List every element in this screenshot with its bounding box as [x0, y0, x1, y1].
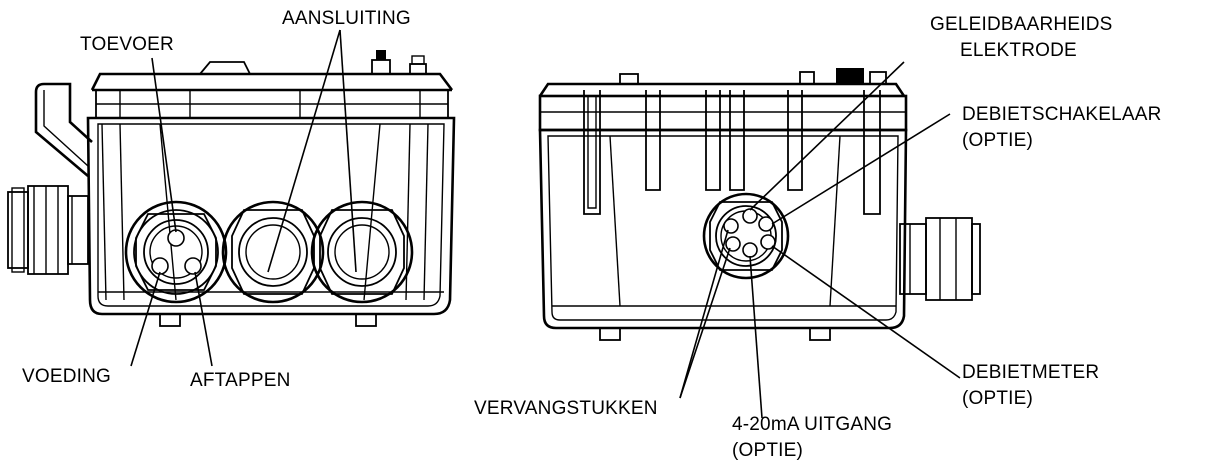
label-vervangstukken: VERVANGSTUKKEN [474, 398, 658, 419]
label-debietmeter: DEBIETMETER [962, 362, 1100, 383]
toevoer-pin [167, 229, 185, 247]
label-toevoer: TOEVOER [80, 34, 174, 55]
vervangstuk-pin-1 [723, 218, 739, 234]
left-enclosure [7, 50, 456, 327]
label-geleidbaarheids: GELEIDBAARHEIDS [930, 14, 1113, 35]
label-4-20ma-uitgang: 4-20mA UITGANG [732, 414, 893, 435]
five-pin-connector [702, 192, 790, 280]
right-side-cable-gland [899, 217, 981, 301]
geleidbaarheids-pin [742, 208, 758, 224]
left-connector-port [124, 200, 228, 304]
left-side-cable-gland [7, 185, 89, 275]
right-leader-lines [679, 61, 961, 419]
label-debietschakelaar-optie: (OPTIE) [962, 130, 1034, 151]
label-uitgang-optie: (OPTIE) [732, 440, 804, 461]
debietschakelaar-pin [758, 216, 774, 232]
uitgang-pin [742, 242, 758, 258]
right-enclosure [538, 68, 981, 341]
vervangstuk-pin-2 [725, 236, 741, 252]
label-voeding: VOEDING [22, 366, 112, 387]
label-aansluiting: AANSLUITING [282, 8, 411, 29]
debietmeter-pin [760, 234, 776, 250]
left-leader-lines [130, 29, 357, 367]
label-elektrode: ELEKTRODE [960, 40, 1077, 61]
left-gland-port-right [310, 200, 414, 304]
voeding-pin [151, 257, 169, 275]
label-aftappen: AFTAPPEN [190, 370, 291, 391]
label-debietmeter-optie: (OPTIE) [962, 388, 1034, 409]
label-debietschakelaar: DEBIETSCHAKELAAR [962, 104, 1162, 125]
aftappen-pin [184, 257, 202, 275]
left-gland-port-middle [221, 200, 325, 304]
